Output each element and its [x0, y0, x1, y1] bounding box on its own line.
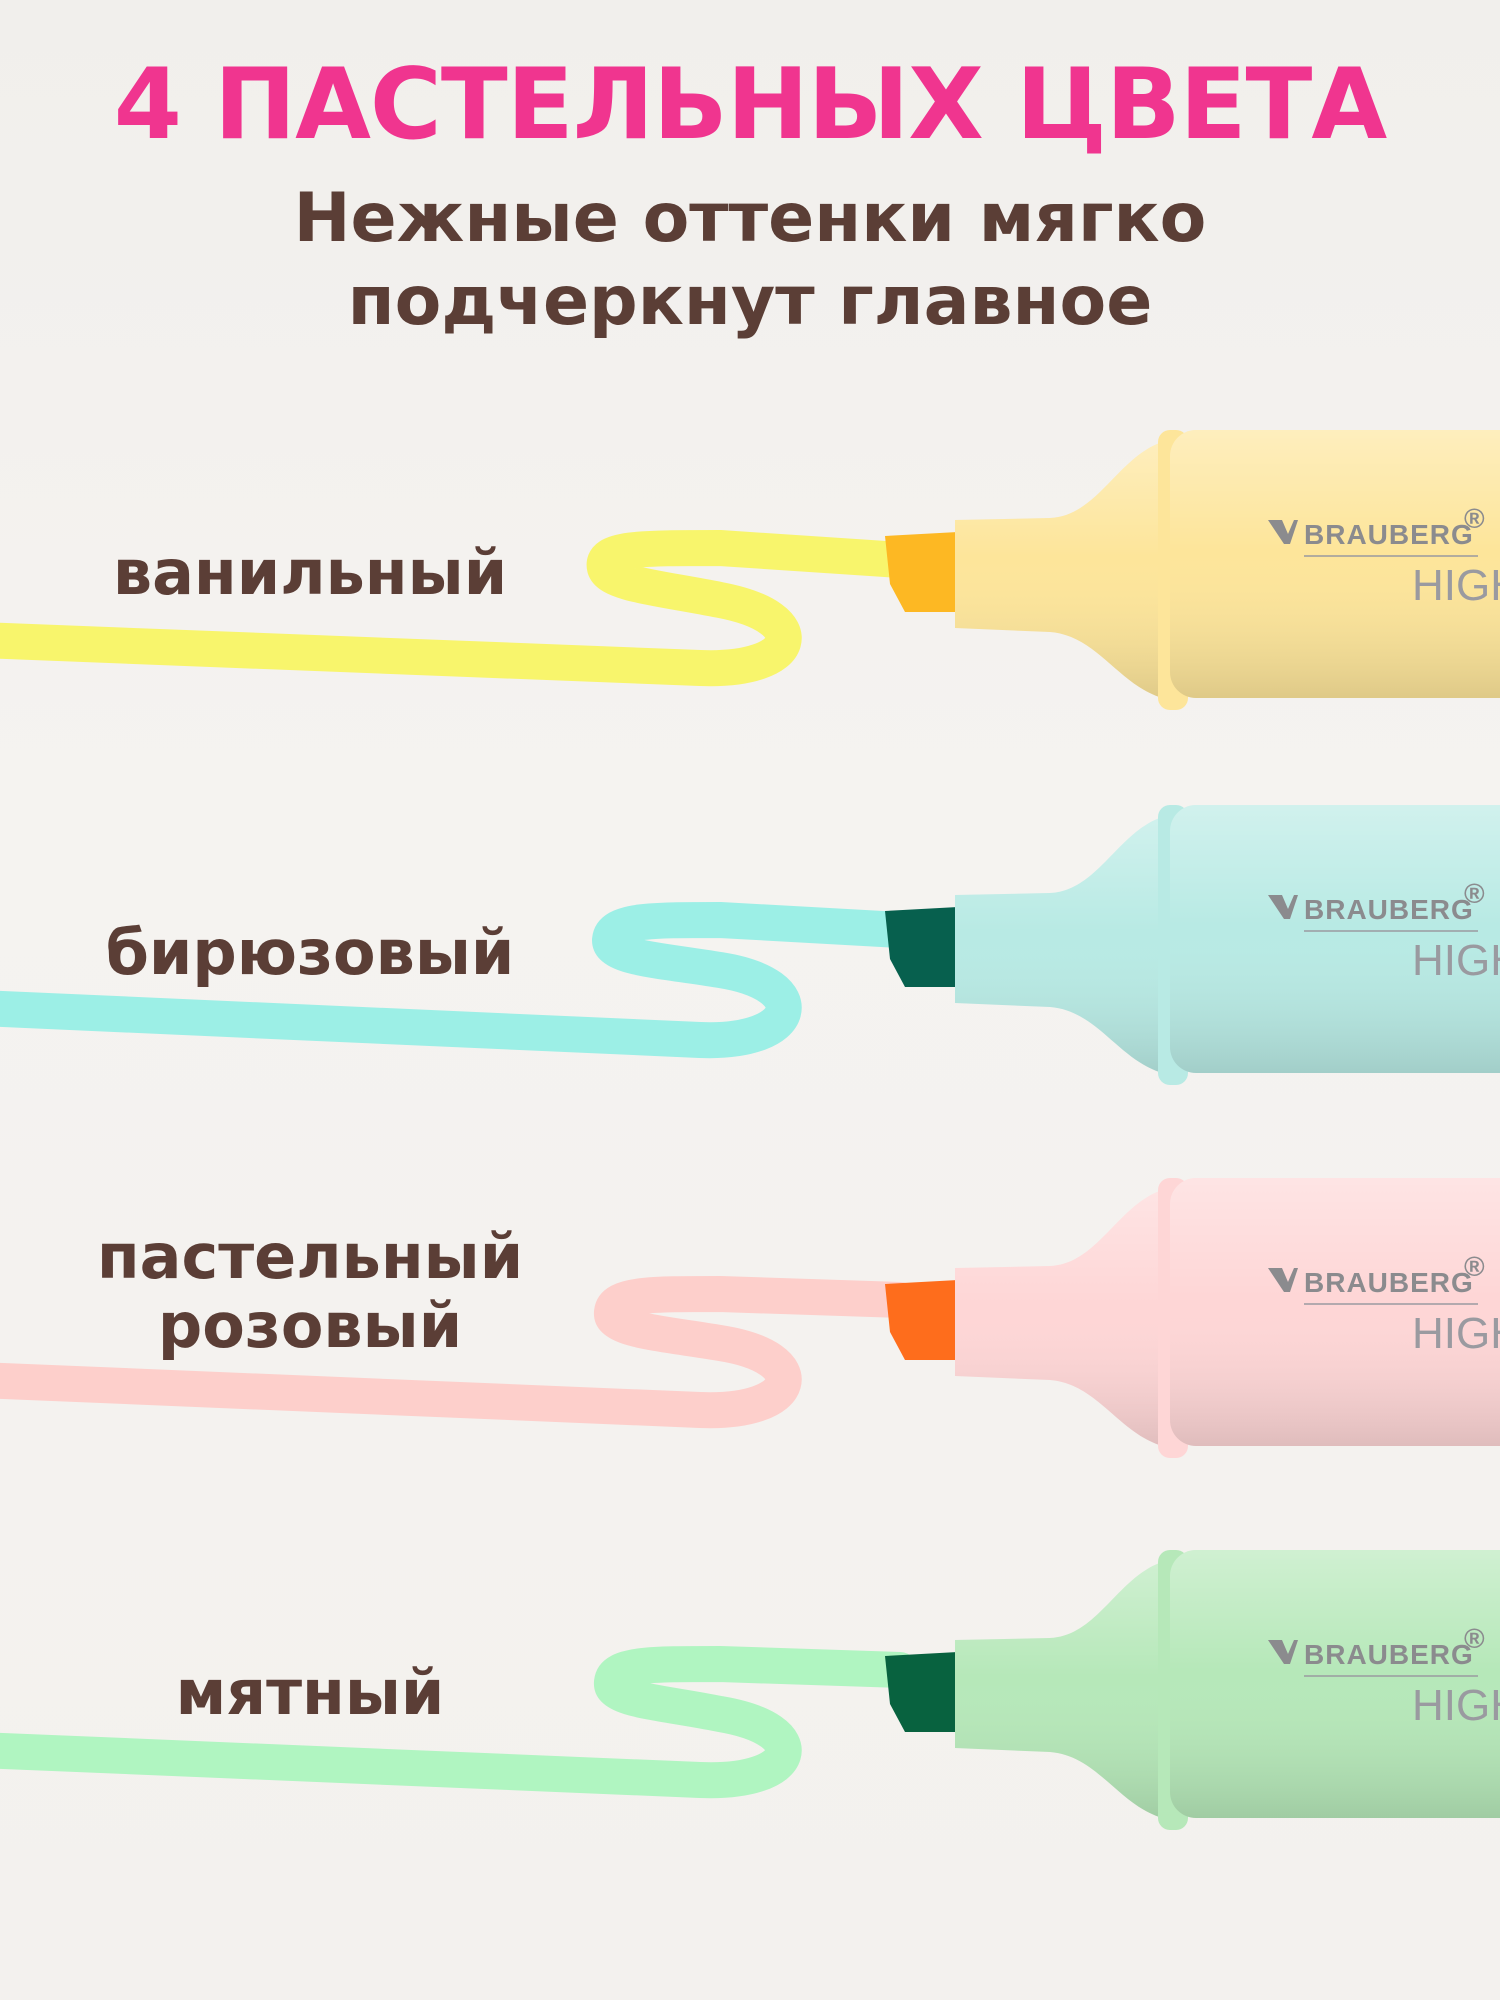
subheadline: Нежные оттенки мягко подчеркнут главное — [0, 178, 1500, 344]
marker-barrel-shade — [1170, 805, 1500, 1073]
marker-neck-shade — [955, 1188, 1170, 1448]
marker-stroke — [0, 902, 918, 1059]
brand-checkmark-icon — [1268, 1640, 1298, 1664]
marker-label-pastel-pink-line-2: розовый — [157, 1289, 463, 1363]
brand-registered-mark: ® — [1464, 1623, 1486, 1654]
marker-neck-shade — [955, 1560, 1170, 1820]
marker-barrel-shade — [1170, 1178, 1500, 1446]
marker-tip — [885, 532, 962, 612]
subheadline-line-2: подчеркнут главное — [347, 261, 1153, 341]
brand-checkmark-icon — [1268, 520, 1298, 544]
marker-pastel-pink: BRAUBERG® HIGH — [0, 1178, 1500, 1458]
marker-barrel-shade — [1170, 1550, 1500, 1818]
brand-name: BRAUBERG — [1304, 1639, 1474, 1670]
brand-registered-mark: ® — [1464, 1251, 1486, 1282]
model-name: HIGH — [1412, 1681, 1500, 1730]
brand-registered-mark: ® — [1464, 878, 1486, 909]
brand-registered-mark: ® — [1464, 503, 1486, 534]
brand-checkmark-icon — [1268, 1268, 1298, 1292]
brand-checkmark-icon — [1268, 895, 1298, 919]
brand-name: BRAUBERG — [1304, 519, 1474, 550]
marker-label-turquoise: бирюзовый — [105, 916, 515, 989]
model-name: HIGH — [1412, 1309, 1500, 1358]
marker-tip — [885, 1280, 962, 1360]
marker-barrel-shade — [1170, 430, 1500, 698]
headline: 4 ПАСТЕЛЬНЫХ ЦВЕТА — [113, 48, 1387, 162]
marker-vanilla: BRAUBERG® HIGH — [0, 430, 1500, 710]
marker-neck-shade — [955, 815, 1170, 1075]
marker-stroke — [0, 1276, 918, 1429]
marker-label-pastel-pink-line-1: пастельный — [96, 1220, 524, 1293]
marker-turquoise: BRAUBERG® HIGH — [0, 805, 1500, 1085]
model-name: HIGH — [1412, 936, 1500, 985]
marker-stroke — [0, 530, 918, 687]
subheadline-line-1: Нежные оттенки мягко — [293, 179, 1207, 258]
marker-label-pastel-pink: пастельный розовый — [60, 1222, 560, 1361]
marker-label-vanilla: ванильный — [112, 536, 508, 609]
marker-tip — [885, 907, 962, 987]
marker-mint: BRAUBERG® HIGH — [0, 1550, 1500, 1830]
marker-stroke — [0, 1646, 918, 1799]
marker-tip — [885, 1652, 962, 1732]
marker-neck-shade — [955, 440, 1170, 700]
brand-name: BRAUBERG — [1304, 1267, 1474, 1298]
model-name: HIGH — [1412, 561, 1500, 610]
marker-label-mint: мятный — [175, 1656, 445, 1729]
brand-name: BRAUBERG — [1304, 894, 1474, 925]
